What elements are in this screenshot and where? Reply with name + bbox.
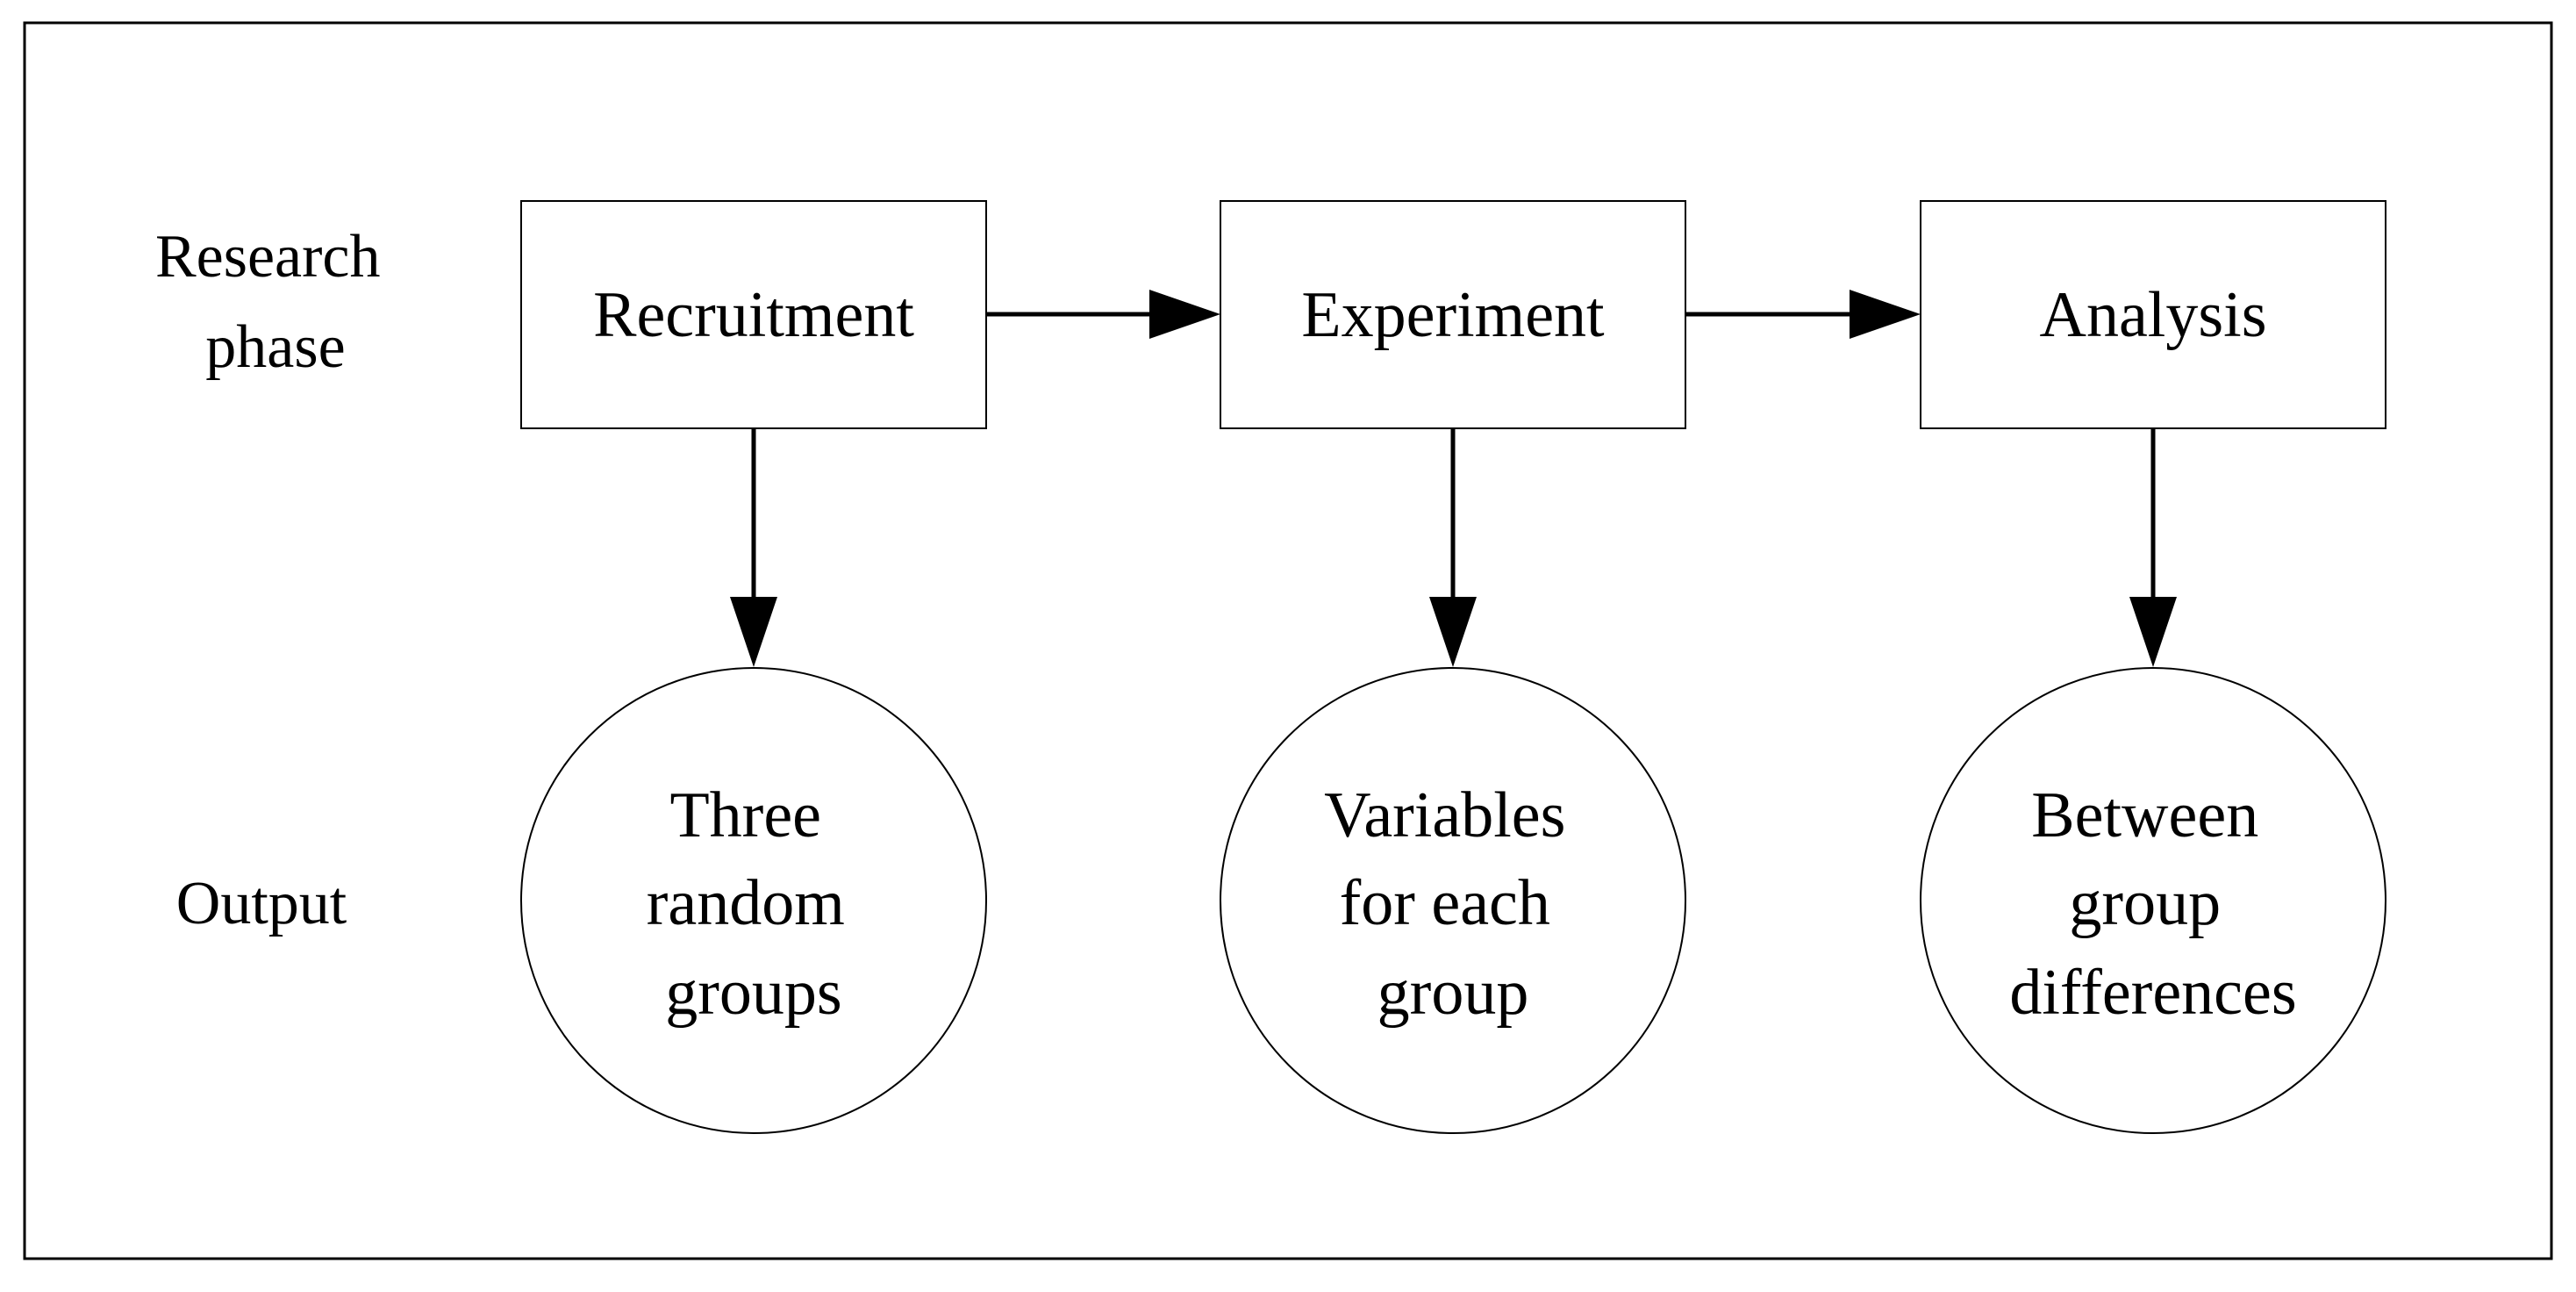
phase-label-experiment: Experiment <box>1301 279 1605 351</box>
row-label-research-phase: Research phase <box>155 223 396 381</box>
arrow-analysis-to-output <box>2129 428 2177 667</box>
arrow-experiment-to-output <box>1429 428 1477 667</box>
phase-recruitment: Recruitment <box>520 200 987 429</box>
row-label-output: Output <box>176 870 347 937</box>
phase-box-recruitment <box>520 200 987 429</box>
phase-label-recruitment: Recruitment <box>593 279 914 351</box>
arrow-experiment-to-analysis <box>1685 290 1921 339</box>
output-between-group-differences: Between group differences <box>1920 667 2386 1134</box>
phase-analysis: Analysis <box>1920 200 2386 429</box>
output-variables-for-each-group: Variables for each group <box>1220 667 1686 1134</box>
output-label-three-random-groups: Three random groups <box>647 779 862 1029</box>
output-circle-analysis <box>1920 667 2386 1134</box>
output-label-variables-for-each-group: Variables for each group <box>1324 779 1582 1029</box>
arrow-recruitment-to-experiment <box>986 290 1220 339</box>
output-circle-experiment <box>1220 667 1686 1134</box>
diagram-frame <box>23 21 2553 1260</box>
arrow-recruitment-to-output <box>730 428 777 667</box>
output-three-random-groups: Three random groups <box>520 667 987 1134</box>
phase-box-analysis <box>1920 200 2386 429</box>
output-circle-recruitment <box>520 667 987 1134</box>
phase-label-analysis: Analysis <box>2040 279 2267 351</box>
phase-box-experiment <box>1220 200 1686 429</box>
phase-experiment: Experiment <box>1220 200 1686 429</box>
output-label-between-group-differences: Between group differences <box>2009 779 2296 1029</box>
